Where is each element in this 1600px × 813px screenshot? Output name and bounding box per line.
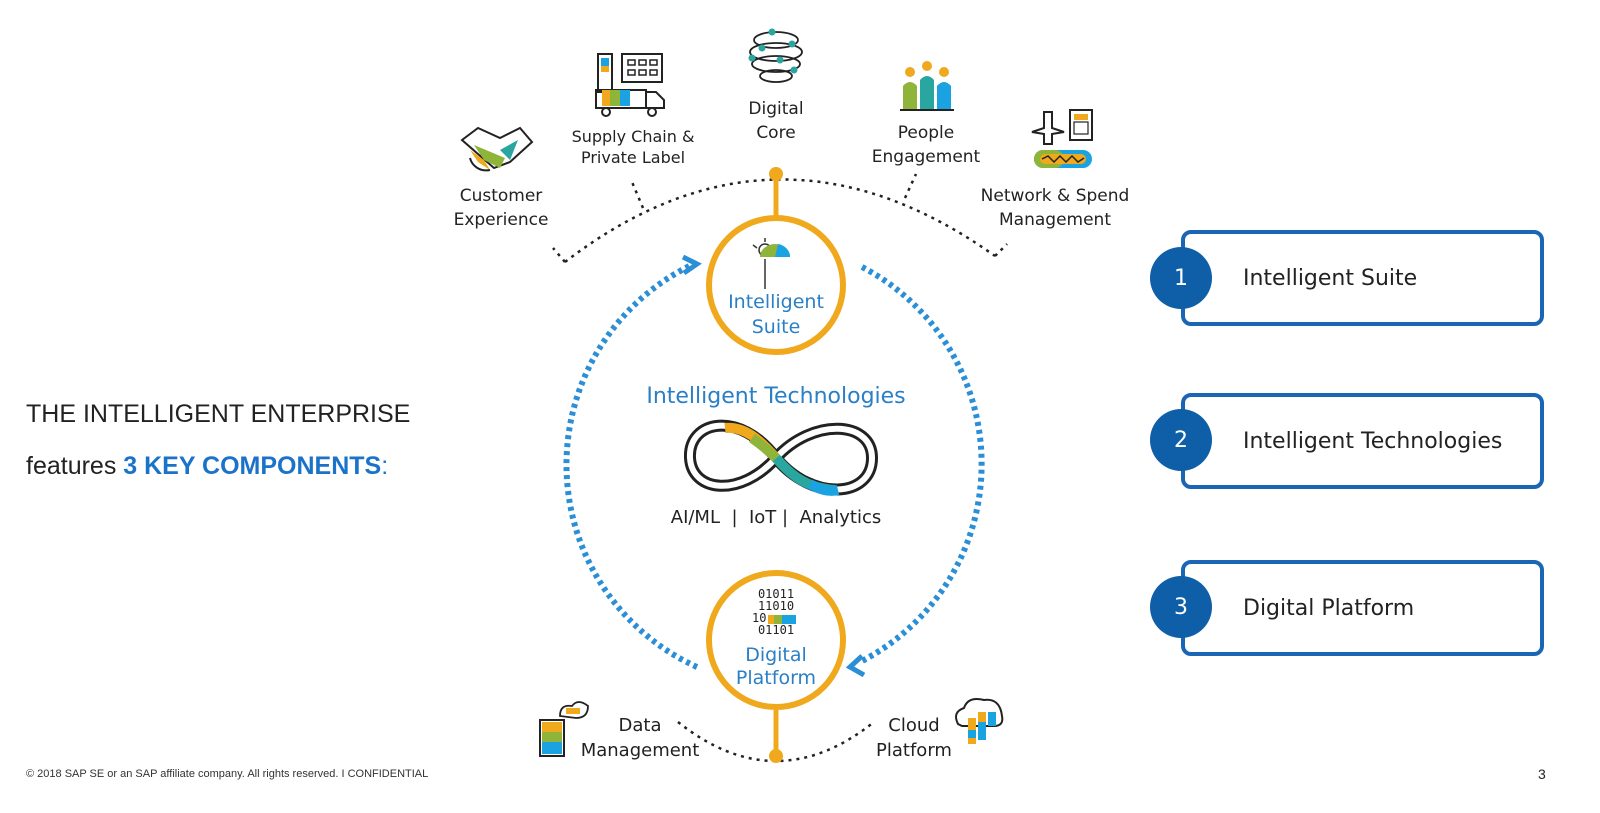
- component-card-digital-platform: Digital Platform: [1181, 560, 1544, 656]
- component-badge-2: 2: [1150, 409, 1212, 471]
- headline-accent: 3 KEY COMPONENTS: [123, 452, 382, 480]
- people-icon: [900, 61, 954, 111]
- component-label: Digital Platform: [1243, 595, 1415, 621]
- connector-people: [903, 173, 918, 199]
- data-management-icon: [539, 701, 589, 757]
- connector-customer: [552, 247, 566, 263]
- handshake-icon: [460, 126, 534, 172]
- binary-highlight: [772, 615, 796, 624]
- cloud-platform-icon: [955, 698, 1004, 744]
- component-badge-1: 1: [1150, 247, 1212, 309]
- binary-digits: 01011 11010 10 01101: [752, 587, 795, 637]
- headline-suffix: :: [381, 452, 389, 480]
- infinity-icon: [684, 419, 879, 496]
- intelligent-suite-ring: [706, 215, 846, 355]
- gold-dot-bottom: [769, 749, 783, 763]
- connector-network: [994, 243, 1008, 257]
- digital-platform-ring: [706, 570, 846, 710]
- arrow-top: [681, 254, 702, 276]
- label-supply-chain: Supply Chain &Private Label: [571, 127, 695, 167]
- digital-core-icon: [748, 28, 803, 83]
- headline-subtitle: features 3 KEY COMPONENTS:: [26, 452, 388, 481]
- arrow-bottom: [845, 654, 866, 678]
- component-label: Intelligent Suite: [1243, 265, 1418, 291]
- headline-prefix: features: [26, 452, 124, 480]
- lightbulb-icon: [752, 238, 791, 289]
- bottom-dotted-arc: [677, 721, 875, 763]
- component-badge-3: 3: [1150, 576, 1212, 638]
- blue-cycle-arc-left: [563, 259, 700, 670]
- blue-cycle-arc-right: [858, 264, 985, 665]
- footer-copyright: © 2018 SAP SE or an SAP affiliate compan…: [26, 768, 429, 780]
- network-spend-icon: [1031, 109, 1093, 168]
- component-label: Intelligent Technologies: [1243, 428, 1503, 454]
- component-card-intelligent-suite: Intelligent Suite: [1181, 230, 1544, 326]
- gold-dot-top: [769, 167, 783, 181]
- intelligent-technologies-title: Intelligent Technologies: [646, 384, 906, 409]
- component-card-intelligent-technologies: Intelligent Technologies: [1181, 393, 1544, 489]
- supply-chain-icon: [595, 53, 665, 117]
- page-number: 3: [1538, 766, 1546, 782]
- connector-supply: [630, 181, 645, 209]
- headline-title: THE INTELLIGENT ENTERPRISE: [26, 400, 411, 428]
- intelligent-technologies-subtitle: AI/ML | IoT | Analytics: [670, 507, 882, 528]
